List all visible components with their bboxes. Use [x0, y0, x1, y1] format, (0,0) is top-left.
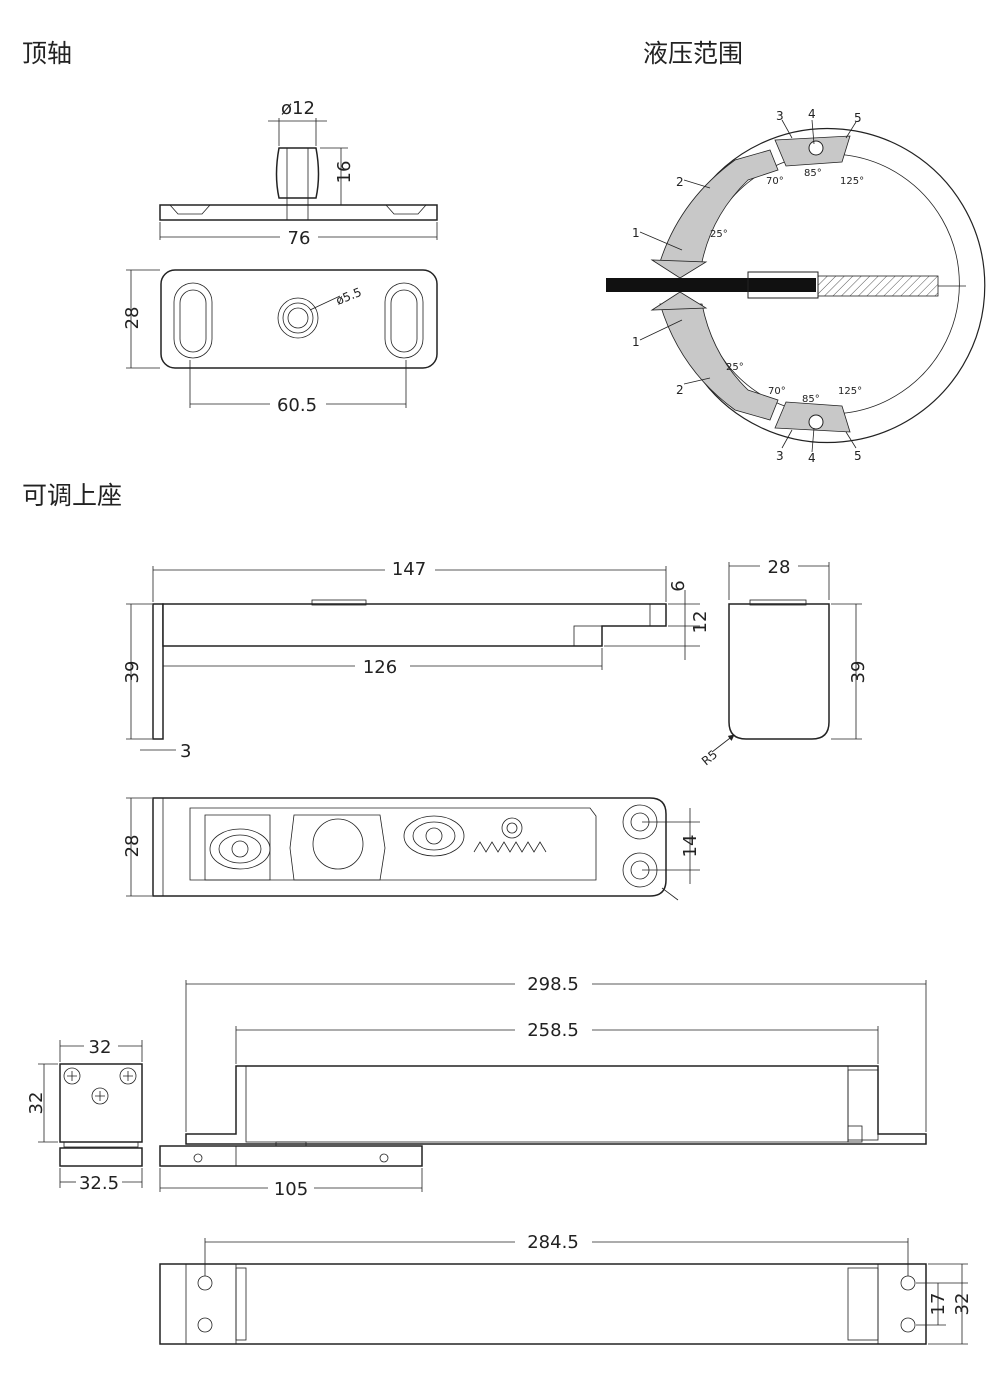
range-arrow-open: [650, 291, 708, 311]
range-label-3-upper: 3: [776, 109, 784, 123]
dim-arm-width-32: 32: [952, 1293, 973, 1316]
range-zone-lower-1: [659, 303, 779, 421]
dim-seat-12: 12: [690, 611, 711, 634]
range-angle-85-lower: 85°: [802, 394, 820, 405]
door-leaf: [606, 278, 816, 292]
arm-end-view: 32 32 32.5: [26, 1037, 143, 1194]
seat-side-view: 147 6 12 39 126 3: [122, 559, 711, 762]
dim-width-76: 76: [288, 228, 311, 249]
dim-height-16: 16: [334, 161, 355, 184]
range-angle-25-lower: 25°: [726, 362, 744, 373]
range-zone-upper-1: [659, 149, 779, 263]
top-pivot-side-view: ø12 16 76: [159, 98, 438, 249]
title-adjustable-top-seat: 可调上座: [22, 481, 123, 510]
range-angle-125-upper: 125°: [840, 176, 864, 187]
title-top-pivot: 顶轴: [22, 39, 73, 68]
range-label-2-lower: 2: [676, 383, 684, 397]
dim-seat-plan-28: 28: [122, 835, 143, 858]
dim-seat-126: 126: [363, 657, 397, 678]
range-label-4-lower: 4: [808, 451, 816, 465]
dim-slot-spacing-60-5: 60.5: [277, 395, 317, 416]
dim-seat-height-39: 39: [122, 661, 143, 684]
range-label-5-lower: 5: [854, 449, 862, 463]
arm-plan-view: 284.5 17 32: [159, 1232, 973, 1345]
range-angle-25-upper: 25°: [710, 229, 728, 240]
range-label-4-upper: 4: [808, 107, 816, 121]
range-arrow-close: [650, 259, 708, 279]
range-angle-125-lower: 125°: [838, 386, 862, 397]
dim-seat-width-28: 28: [768, 557, 791, 578]
dim-arm-end-32-5: 32.5: [79, 1173, 119, 1194]
dim-radius-r5: R5: [699, 747, 720, 768]
dim-seat-end-39: 39: [848, 661, 869, 684]
arm-side-view: 298.5 258.5 105: [159, 974, 927, 1200]
dim-arm-end-width-32: 32: [89, 1037, 112, 1058]
title-hydraulic-range: 液压范围: [643, 39, 744, 68]
top-pivot-plan-view: ø5.5 28 60.5: [122, 269, 438, 416]
range-label-2-upper: 2: [676, 175, 684, 189]
dim-hole-spacing-14: 14: [680, 835, 701, 858]
dim-seat-6: 6: [668, 580, 689, 591]
range-angle-70-lower: 70°: [768, 386, 786, 397]
dim-plate-thickness-3: 3: [180, 741, 191, 762]
range-label-1-lower: 1: [632, 335, 640, 349]
dim-arm-holes-284-5: 284.5: [527, 1232, 579, 1253]
range-label-5-upper: 5: [854, 111, 862, 125]
range-label-3-lower: 3: [776, 449, 784, 463]
dim-arm-end-height-32: 32: [26, 1092, 47, 1115]
dim-arm-inner-258-5: 258.5: [527, 1020, 579, 1041]
seat-plan-view: 28 14: [122, 797, 701, 901]
range-label-1-upper: 1: [632, 226, 640, 240]
range-angle-85-upper: 85°: [804, 168, 822, 179]
dim-diameter-12: ø12: [281, 98, 315, 119]
range-angle-70-upper: 70°: [766, 176, 784, 187]
hydraulic-range-diagram: 1 2 3 4 5 1 2 3 4 5 25° 70° 85° 125° 25°…: [606, 107, 986, 465]
dim-arm-length-298-5: 298.5: [527, 974, 579, 995]
dim-arm-hole-17: 17: [928, 1293, 949, 1316]
seat-end-view: 28 39 R5: [699, 557, 869, 768]
dim-arm-plate-105: 105: [274, 1179, 308, 1200]
dim-depth-28: 28: [122, 307, 143, 330]
dim-seat-length-147: 147: [392, 559, 426, 580]
